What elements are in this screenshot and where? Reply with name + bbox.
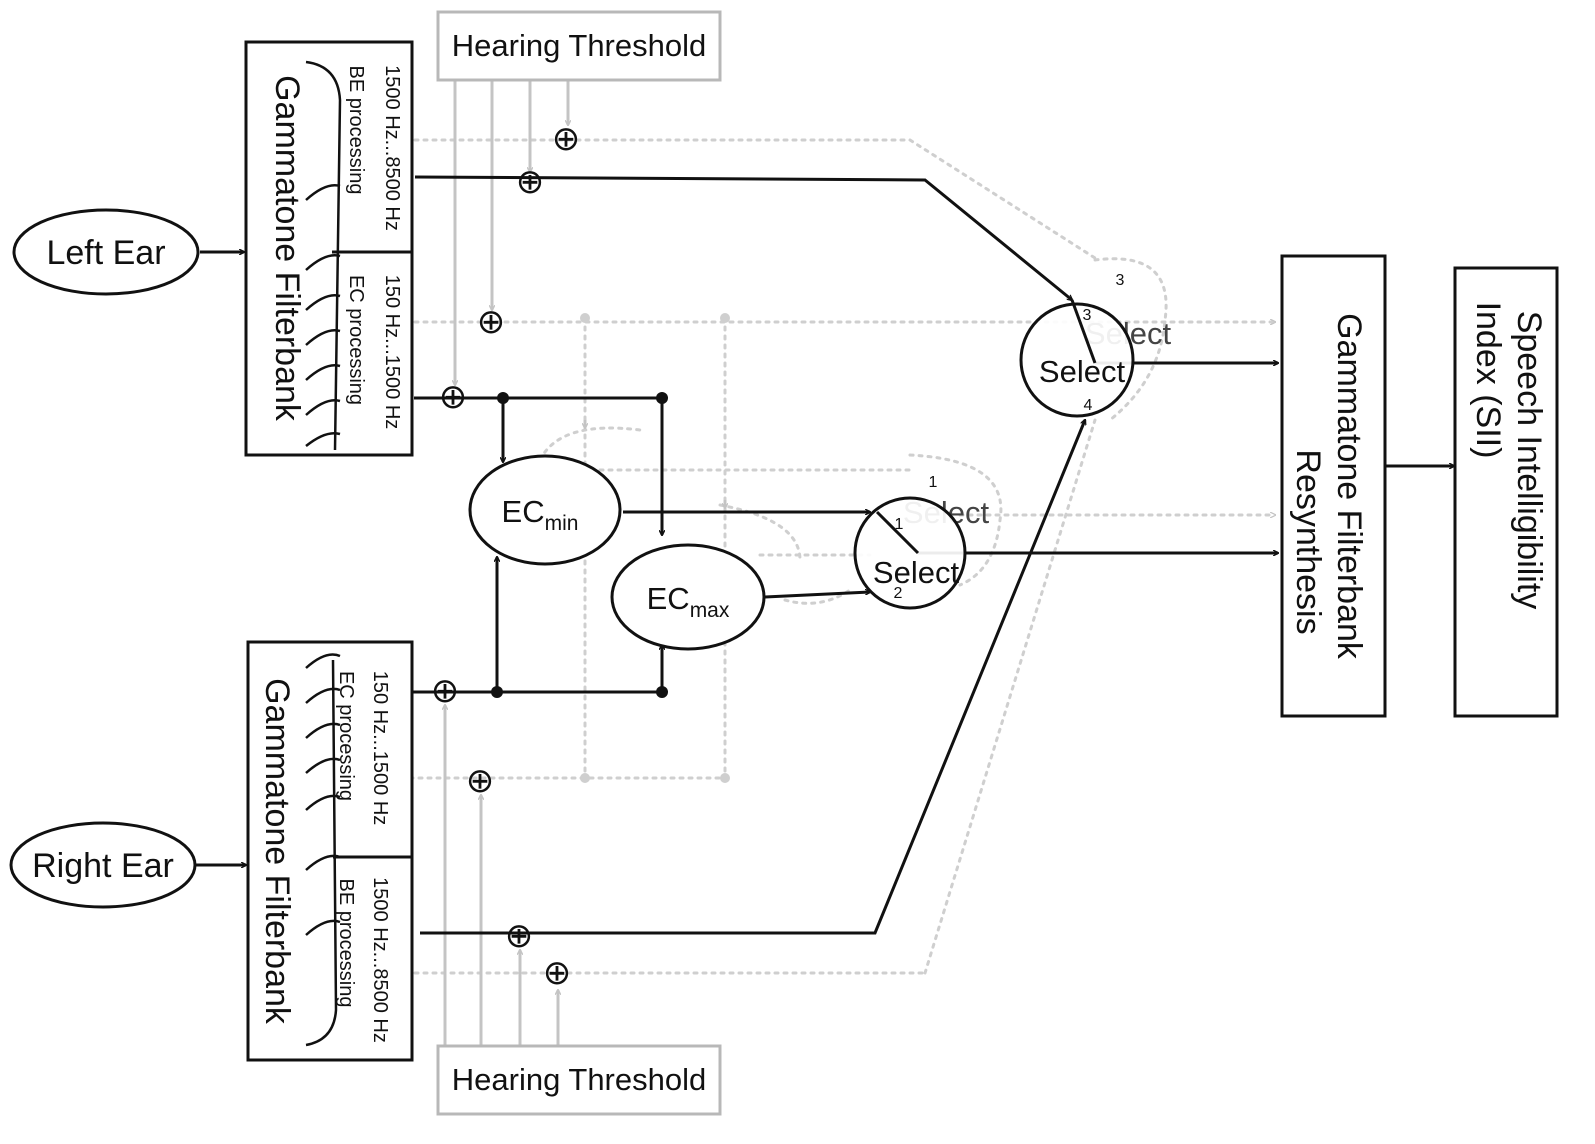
right-filterbank: Gammatone Filterbank 150 Hz...1500 Hz EC… — [246, 640, 414, 1062]
right-ec-label: EC processing — [335, 671, 357, 801]
adder-left-ec-1: ⊕ — [477, 303, 506, 341]
select-low-port-1: 1 — [895, 516, 904, 533]
left-be-label: BE processing — [345, 66, 367, 195]
hearing-threshold-feeds — [445, 80, 730, 1046]
select-low-node: Select 1 Select 1 2 — [853, 474, 989, 610]
hearing-threshold-bottom-label: Hearing Threshold — [452, 1062, 706, 1097]
left-filter-curves — [305, 60, 342, 451]
select-low-port-2: 2 — [894, 585, 903, 602]
resynthesis-line2: Resynthesis — [1289, 449, 1327, 634]
left-filterbank-title: Gammatone Filterbank — [268, 75, 306, 422]
select-high-port-4: 4 — [1084, 397, 1093, 414]
select-high-node: Select 3 Select 3 4 — [1019, 272, 1171, 418]
right-filter-curves — [305, 653, 341, 1047]
ec-min-base: EC — [502, 494, 545, 529]
left-ear-node: Left Ear — [12, 208, 200, 296]
right-filterbank-title: Gammatone Filterbank — [258, 678, 296, 1025]
hearing-threshold-top: Hearing Threshold — [436, 10, 722, 82]
select-low-label: Select — [873, 555, 960, 590]
ec-max-node: ECmax — [610, 543, 766, 651]
ec-min-label: ECmin — [502, 494, 579, 535]
adder-right-ec-2: ⊕ — [466, 762, 495, 800]
sii-line1: Speech Intelligibility — [1510, 311, 1548, 610]
adder-left-be-2: ⊕ — [516, 163, 545, 201]
adder-right-ec-1: ⊕ — [431, 672, 460, 710]
ec-max-base: EC — [647, 581, 690, 616]
right-ear-node: Right Ear — [9, 821, 197, 909]
left-ec-label: EC processing — [345, 275, 367, 405]
ec-max-sub: max — [690, 599, 730, 622]
left-be-range: 1500 Hz...8500 Hz — [381, 65, 403, 231]
adder-left-ec-2: ⊕ — [439, 378, 468, 416]
left-ec-range: 150 Hz...1500 Hz — [381, 275, 403, 430]
adder-right-be-1: ⊕ — [505, 917, 534, 955]
threshold-adders: ⊕ ⊕ ⊕ ⊕ ⊕ ⊕ ⊕ ⊕ — [431, 120, 581, 992]
ec-min-sub: min — [545, 512, 579, 535]
right-be-range: 1500 Hz...8500 Hz — [369, 877, 391, 1043]
left-filterbank: Gammatone Filterbank 1500 Hz...8500 Hz B… — [244, 40, 414, 457]
resynthesis-block: Gammatone Filterbank Resynthesis — [1280, 254, 1387, 718]
select-low-ghost-port: 1 — [929, 474, 938, 491]
right-ec-range: 150 Hz...1500 Hz — [369, 671, 391, 826]
select-high-label: Select — [1039, 354, 1126, 389]
resynthesis-line1: Gammatone Filterbank — [1330, 313, 1368, 660]
hearing-threshold-bottom: Hearing Threshold — [436, 1044, 722, 1116]
adder-left-be-1: ⊕ — [552, 120, 581, 158]
select-high-ghost-port: 3 — [1116, 272, 1125, 289]
right-be-label: BE processing — [335, 879, 357, 1008]
select-high-port-3: 3 — [1083, 307, 1092, 324]
left-ear-label: Left Ear — [46, 234, 165, 272]
sii-line2: Index (SII) — [1469, 302, 1507, 459]
right-ear-label: Right Ear — [32, 847, 174, 885]
sii-block: Speech Intelligibility Index (SII) — [1453, 266, 1559, 718]
hearing-threshold-top-label: Hearing Threshold — [452, 28, 706, 63]
alternate-channel-paths — [408, 138, 1277, 975]
ec-max-label: ECmax — [647, 581, 730, 622]
signal-wires — [196, 175, 1454, 935]
adder-right-be-2: ⊕ — [543, 954, 572, 992]
ec-min-node: ECmin — [468, 454, 622, 566]
